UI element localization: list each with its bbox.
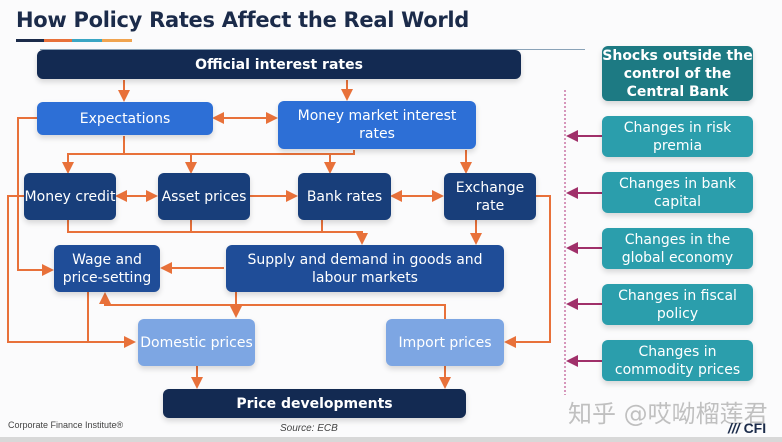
title-accent-bar-1 (16, 39, 44, 42)
node-expectations: Expectations (37, 102, 213, 135)
title-divider (40, 49, 585, 50)
node-supply-demand: Supply and demand in goods and labour ma… (226, 245, 504, 292)
shocks-header: Shocks outside the control of the Centra… (602, 46, 753, 101)
node-price-developments: Price developments (163, 389, 466, 418)
bottom-strip (0, 437, 782, 442)
watermark: 知乎 @哎呦榴莲君 (568, 400, 768, 428)
node-money-market-rates: Money market interest rates (278, 101, 476, 149)
node-official-interest-rates: Official interest rates (37, 50, 521, 79)
title-accent-bar-2 (44, 39, 72, 42)
title-accent-bar-3 (72, 39, 102, 42)
cfi-logo: /// CFI (728, 420, 767, 436)
node-wage-price-setting: Wage and price-setting (54, 245, 160, 292)
shock-global-economy: Changes in the global economy (602, 228, 753, 269)
node-money-credit: Money credit (24, 173, 116, 220)
shock-commodity-prices: Changes in commodity prices (602, 340, 753, 381)
node-exchange-rate: Exchange rate (444, 173, 536, 220)
node-import-prices: Import prices (386, 319, 504, 366)
shock-fiscal-policy: Changes in fiscal policy (602, 284, 753, 325)
publisher-credit: Corporate Finance Institute® (8, 420, 124, 430)
shock-bank-capital: Changes in bank capital (602, 172, 753, 213)
title-accent-bar-4 (102, 39, 132, 42)
node-domestic-prices: Domestic prices (138, 319, 255, 366)
page-title: How Policy Rates Affect the Real World (16, 8, 470, 32)
shock-risk-premia: Changes in risk premia (602, 116, 753, 157)
node-asset-prices: Asset prices (158, 173, 250, 220)
source-credit: Source: ECB (280, 423, 338, 434)
cfi-logo-icon: /// (728, 420, 740, 436)
node-bank-rates: Bank rates (298, 173, 391, 220)
